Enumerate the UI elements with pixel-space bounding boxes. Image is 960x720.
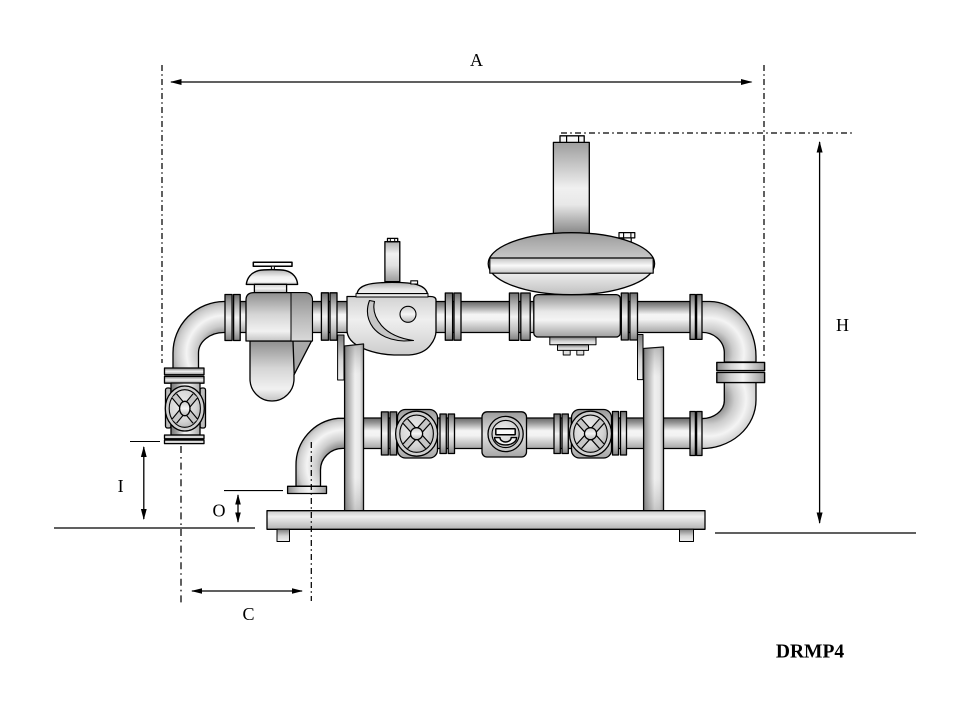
- svg-text:A: A: [470, 50, 483, 70]
- svg-text:DRMP4: DRMP4: [776, 642, 844, 663]
- svg-text:O: O: [213, 501, 226, 521]
- svg-text:I: I: [118, 476, 124, 496]
- svg-text:C: C: [242, 604, 254, 624]
- svg-text:H: H: [836, 315, 849, 335]
